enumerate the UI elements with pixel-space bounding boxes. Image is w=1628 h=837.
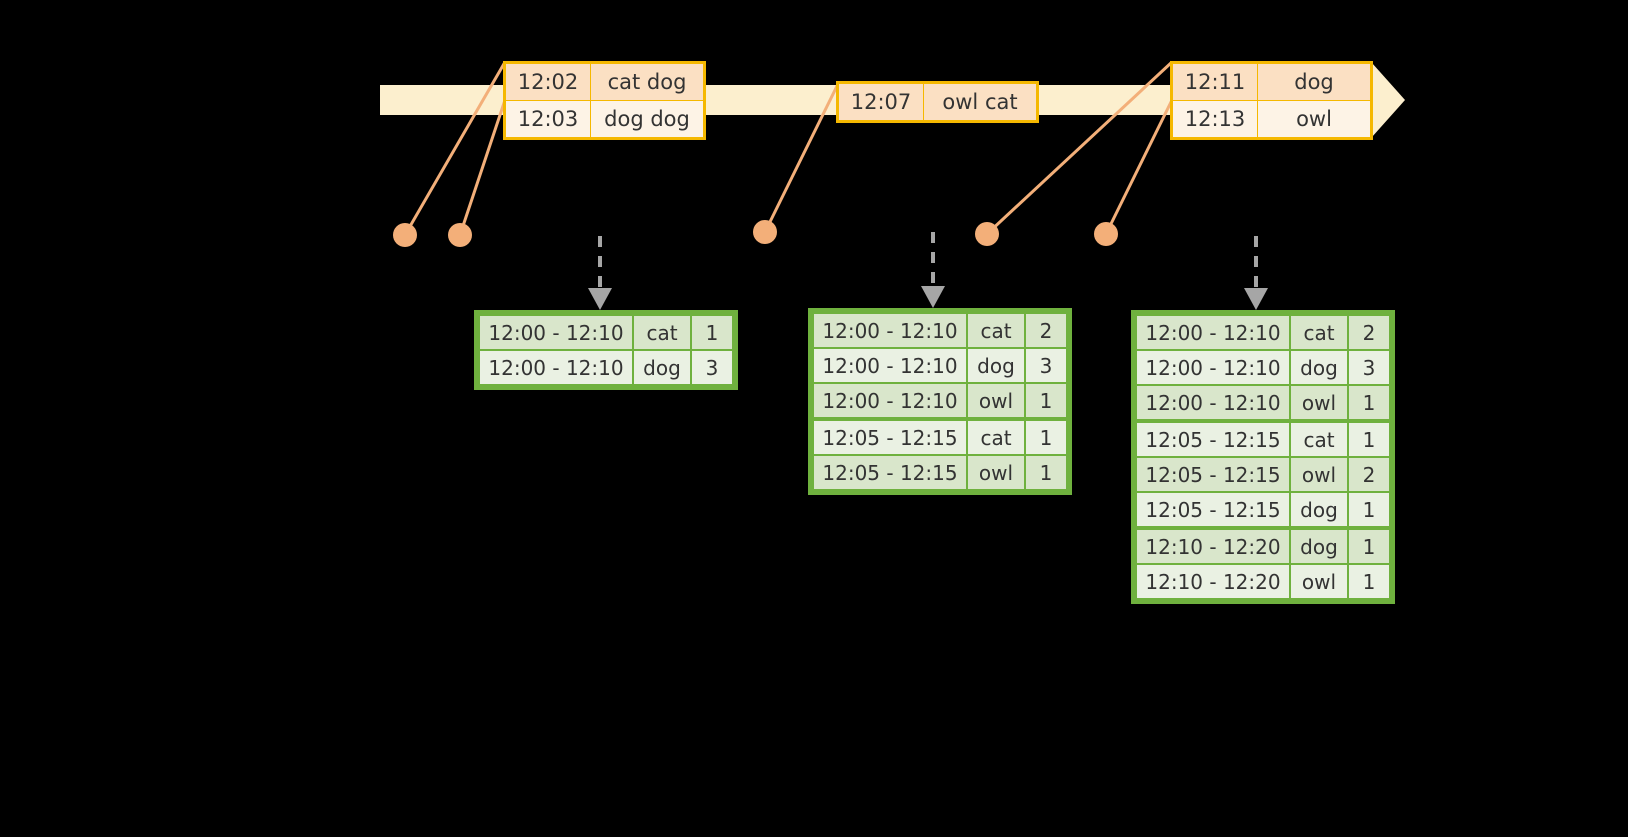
cell-window: 12:00 - 12:10 — [814, 384, 966, 419]
event-box-2[interactable]: 12:07 owl cat — [836, 81, 1039, 123]
marker-12-07 — [753, 220, 777, 244]
cell-count: 1 — [1026, 456, 1066, 489]
event-row[interactable]: 12:07 owl cat — [837, 82, 1038, 122]
cell-key: cat — [1291, 423, 1347, 456]
marker-12-02 — [393, 223, 417, 247]
marker-12-03 — [448, 223, 472, 247]
event-time: 12:03 — [504, 100, 591, 139]
cell-count: 2 — [1026, 314, 1066, 347]
cell-key: dog — [634, 351, 690, 384]
connector-line-12-03 — [458, 99, 507, 236]
cell-window: 12:00 - 12:10 — [1137, 386, 1289, 421]
cell-key: owl — [1291, 565, 1347, 598]
emit-arrowhead-1 — [588, 288, 612, 310]
event-row[interactable]: 12:02 cat dog — [504, 62, 705, 101]
cell-window: 12:10 - 12:20 — [1137, 565, 1289, 598]
emit-arrowhead-2 — [921, 286, 945, 308]
cell-key: dog — [1291, 530, 1347, 563]
cell-window: 12:05 - 12:15 — [814, 421, 966, 454]
event-value: dog — [1257, 62, 1372, 101]
event-value: owl — [1257, 100, 1372, 139]
event-value: owl cat — [923, 82, 1038, 122]
cell-key: cat — [968, 314, 1024, 347]
cell-window: 12:00 - 12:10 — [1137, 351, 1289, 384]
cell-count: 1 — [1349, 530, 1389, 563]
event-time: 12:11 — [1171, 62, 1258, 101]
cell-count: 1 — [1349, 565, 1389, 598]
cell-key: owl — [968, 384, 1024, 419]
event-time: 12:07 — [837, 82, 924, 122]
marker-12-13 — [1094, 222, 1118, 246]
cell-window: 12:05 - 12:15 — [814, 456, 966, 489]
event-time: 12:02 — [504, 62, 591, 101]
cell-count: 1 — [1026, 421, 1066, 454]
cell-key: owl — [1291, 458, 1347, 491]
cell-count: 1 — [1349, 423, 1389, 456]
cell-key: cat — [968, 421, 1024, 454]
cell-count: 1 — [1349, 386, 1389, 421]
cell-key: owl — [968, 456, 1024, 489]
event-box-3[interactable]: 12:11 dog 12:13 owl — [1170, 61, 1373, 140]
cell-count: 2 — [1349, 316, 1389, 349]
event-row[interactable]: 12:13 owl — [1171, 100, 1372, 139]
cell-window: 12:05 - 12:15 — [1137, 493, 1289, 528]
event-value: cat dog — [590, 62, 705, 101]
cell-window: 12:00 - 12:10 — [814, 349, 966, 382]
event-row[interactable]: 12:03 dog dog — [504, 100, 705, 139]
cell-count: 3 — [1026, 349, 1066, 382]
cell-window: 12:10 - 12:20 — [1137, 530, 1289, 563]
cell-window: 12:00 - 12:10 — [814, 314, 966, 347]
emit-arrowhead-3 — [1244, 288, 1268, 310]
cell-key: owl — [1291, 386, 1347, 421]
event-box-1[interactable]: 12:02 cat dog 12:03 dog dog — [503, 61, 706, 140]
event-time: 12:13 — [1171, 100, 1258, 139]
cell-key: dog — [1291, 351, 1347, 384]
cell-window: 12:00 - 12:10 — [480, 351, 632, 384]
cell-window: 12:05 - 12:15 — [1137, 423, 1289, 456]
cell-key: cat — [634, 316, 690, 349]
cell-key: cat — [1291, 316, 1347, 349]
cell-window: 12:00 - 12:10 — [1137, 316, 1289, 349]
cell-key: dog — [1291, 493, 1347, 528]
cell-count: 3 — [1349, 351, 1389, 384]
cell-window: 12:05 - 12:15 — [1137, 458, 1289, 491]
cell-count: 2 — [1349, 458, 1389, 491]
cell-count: 1 — [1026, 384, 1066, 419]
cell-count: 1 — [1349, 493, 1389, 528]
marker-12-11 — [975, 222, 999, 246]
event-row[interactable]: 12:11 dog — [1171, 62, 1372, 101]
connector-line-12-13 — [1104, 99, 1174, 235]
event-value: dog dog — [590, 100, 705, 139]
cell-window: 12:00 - 12:10 — [480, 316, 632, 349]
cell-key: dog — [968, 349, 1024, 382]
cell-count: 1 — [692, 316, 732, 349]
cell-count: 3 — [692, 351, 732, 384]
